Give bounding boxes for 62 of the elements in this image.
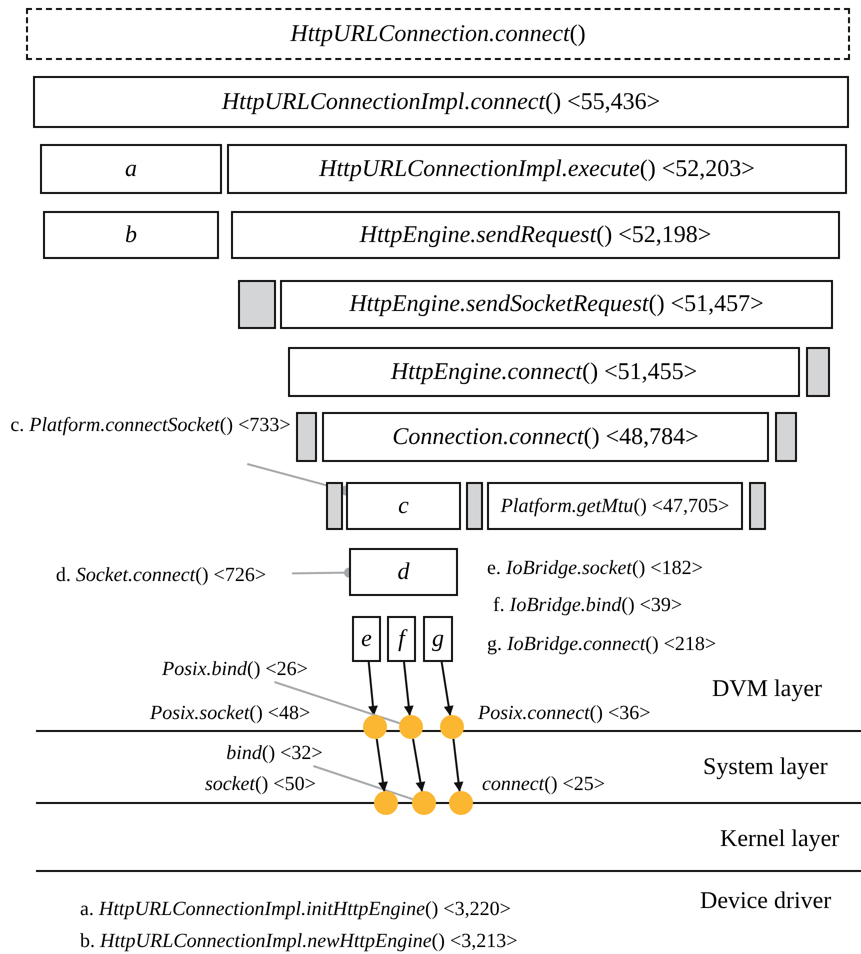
method-box xyxy=(33,76,849,128)
method-box xyxy=(322,412,769,462)
method-label: HttpEngine.connect() <51,455> xyxy=(390,358,698,386)
gap-bar xyxy=(238,280,276,329)
method-box xyxy=(387,616,416,662)
call-point-circle xyxy=(412,791,436,815)
letter-label: f xyxy=(398,626,405,652)
method-box xyxy=(349,548,458,596)
method-label: HttpEngine.sendSocketRequest() <51,457> xyxy=(349,291,764,318)
method-label: HttpEngine.sendRequest() <52,198> xyxy=(360,222,712,248)
gap-bar xyxy=(296,412,317,462)
callout-text: bind() <32> xyxy=(212,740,337,766)
method-box xyxy=(231,211,840,259)
letter-label: c xyxy=(398,492,409,520)
note-text: f. IoBridge.bind() <39> xyxy=(493,594,682,617)
layer-label: Device driver xyxy=(700,888,832,915)
note-text: socket() <50> xyxy=(205,773,316,796)
leader-line xyxy=(313,765,413,800)
call-point-circle xyxy=(449,791,473,815)
gap-bar xyxy=(466,482,483,530)
method-label: HttpURLConnectionImpl.execute() <52,203> xyxy=(319,156,755,182)
letter-label: g xyxy=(432,626,444,652)
method-box xyxy=(227,144,847,194)
note-text: connect() <25> xyxy=(482,773,606,796)
gap-bar xyxy=(749,482,766,530)
method-box xyxy=(280,280,833,329)
letter-label: a xyxy=(125,156,137,182)
letter-label: e xyxy=(361,626,372,652)
leader-line xyxy=(274,681,400,724)
letter-label: d xyxy=(398,558,410,586)
gap-bar xyxy=(326,482,343,530)
method-label: HttpURLConnectionImpl.connect() <55,436> xyxy=(222,88,660,116)
method-box xyxy=(43,211,219,259)
callout-text: c. Platform.connectSocket() <733> xyxy=(8,412,293,464)
note-text: b. HttpURLConnectionImpl.newHttpEngine() <3,213> xyxy=(80,930,518,953)
method-box xyxy=(487,482,743,530)
method-box xyxy=(423,616,453,662)
method-box xyxy=(26,8,850,60)
note-text: g. IoBridge.connect() <218> xyxy=(487,633,716,656)
method-label: Platform.getMtu() <47,705> xyxy=(500,496,730,516)
method-box xyxy=(352,616,381,662)
gap-bar xyxy=(775,412,797,462)
method-box xyxy=(288,347,800,397)
method-label: Connection.connect() <48,784> xyxy=(392,424,699,450)
callout-text: Posix.bind() <26> xyxy=(150,656,320,682)
note-text: Posix.connect() <36> xyxy=(478,702,651,725)
call-point-circle xyxy=(374,791,398,815)
letter-label: b xyxy=(125,222,137,248)
call-point-circle xyxy=(440,715,464,739)
callout-text: d. Socket.connect() <726> xyxy=(30,562,292,588)
layer-label: System layer xyxy=(703,754,828,781)
call-point-circle xyxy=(363,715,387,739)
note-text: a. HttpURLConnectionImpl.initHttpEngine() <3,220> xyxy=(80,898,511,921)
method-box xyxy=(40,144,222,194)
note-text: Posix.socket() <48> xyxy=(150,702,310,725)
note-text: e. IoBridge.socket() <182> xyxy=(487,557,703,580)
layer-label: Kernel layer xyxy=(720,826,840,853)
gap-bar xyxy=(806,347,830,397)
call-point-circle xyxy=(399,715,423,739)
method-box xyxy=(346,482,461,530)
layer-label: DVM layer xyxy=(712,676,822,703)
method-label: HttpURLConnection.connect() xyxy=(290,20,586,48)
